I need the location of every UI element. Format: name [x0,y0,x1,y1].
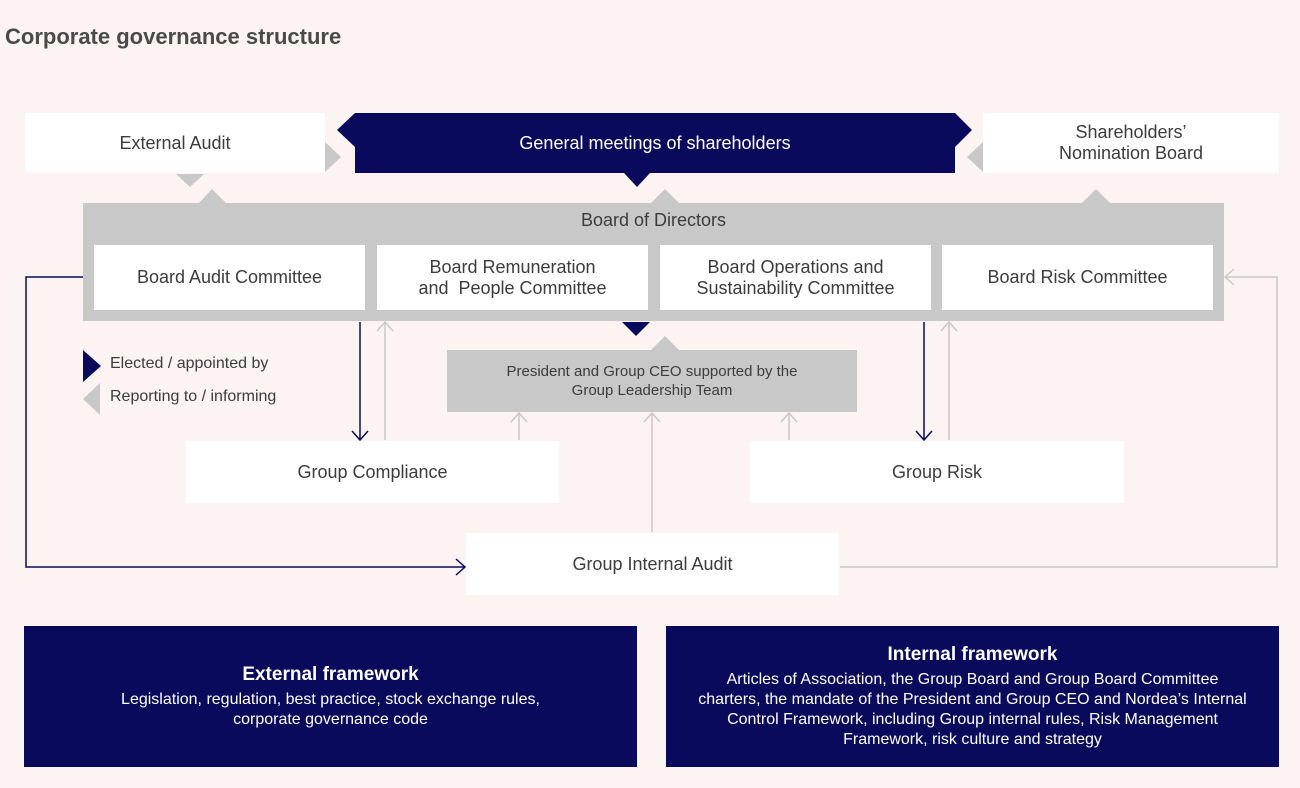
board-operations-committee-box: Board Operations and Sustainability Comm… [660,245,931,310]
external-framework-line1: Legislation, regulation, best practice, … [121,690,540,708]
reporting-marker-external-audit [325,142,341,172]
internal-framework-line4: Framework, risk culture and strategy [843,730,1102,748]
external-framework-title: External framework [242,663,419,685]
nomination-board-box: Shareholders’ Nomination Board [983,113,1279,173]
board-remuneration-committee-box: Board Remuneration and People Committee [377,245,648,310]
board-remuneration-label-line1: Board Remuneration [429,256,596,277]
general-meetings-label: General meetings of shareholders [519,132,791,153]
ceo-box: President and Group CEO supported by the… [447,350,857,412]
page-title: Corporate governance structure [5,24,342,49]
board-risk-committee-label: Board Risk Committee [987,267,1168,287]
board-up-marker-center [651,189,679,203]
board-audit-committee-label: Board Audit Committee [136,267,323,287]
nomination-board-label-line1: Shareholders’ [1075,122,1187,142]
nomination-board-label-line2: Nomination Board [1058,143,1204,163]
ceo-label-line1: President and Group CEO supported by the [506,363,798,380]
group-compliance-box: Group Compliance [186,441,559,503]
internal-framework-title: Internal framework [887,643,1058,665]
legend-reporting-marker [83,383,100,415]
external-framework-box: External framework Legislation, regulati… [24,626,637,767]
internal-framework-line3: Control Framework, including Group inter… [727,710,1218,728]
board-operations-label-line1: Board Operations and [707,256,884,277]
general-meetings-shape [337,113,972,173]
reporting-marker-nomination [967,142,983,172]
group-risk-label: Group Risk [891,461,983,482]
legend-elected-label: Elected / appointed by [110,355,269,372]
group-risk-box: Group Risk [750,441,1124,503]
board-remuneration-label-line2: and People Committee [418,277,607,298]
board-risk-committee-box: Board Risk Committee [942,245,1213,310]
board-up-marker-left [199,189,226,203]
external-framework-line2: corporate governance code [233,710,428,728]
internal-framework-line1: Articles of Association, the Group Board… [726,670,1219,688]
elected-marker-ceo [622,322,650,336]
external-audit-label: External Audit [119,132,231,153]
general-meetings-box: General meetings of shareholders [355,113,955,173]
legend-reporting-label: Reporting to / informing [110,388,277,405]
elected-marker-board [624,173,650,187]
group-internal-audit-label: Group Internal Audit [572,553,733,574]
internal-framework-line2: charters, the mandate of the President a… [698,690,1247,708]
external-audit-box: External Audit [25,113,325,173]
board-operations-label-line2: Sustainability Committee [696,277,895,298]
board-audit-committee-box: Board Audit Committee [94,245,365,310]
ceo-up-marker [651,336,679,350]
group-compliance-label: Group Compliance [297,461,448,482]
board-of-directors-title: Board of Directors [580,210,727,230]
external-audit-down-marker [176,174,204,187]
internal-framework-box: Internal framework Articles of Associati… [666,626,1279,767]
legend-elected-marker [83,350,101,382]
ceo-label-line2: Group Leadership Team [571,382,733,399]
group-internal-audit-box: Group Internal Audit [466,533,839,595]
board-up-marker-right [1082,189,1110,203]
